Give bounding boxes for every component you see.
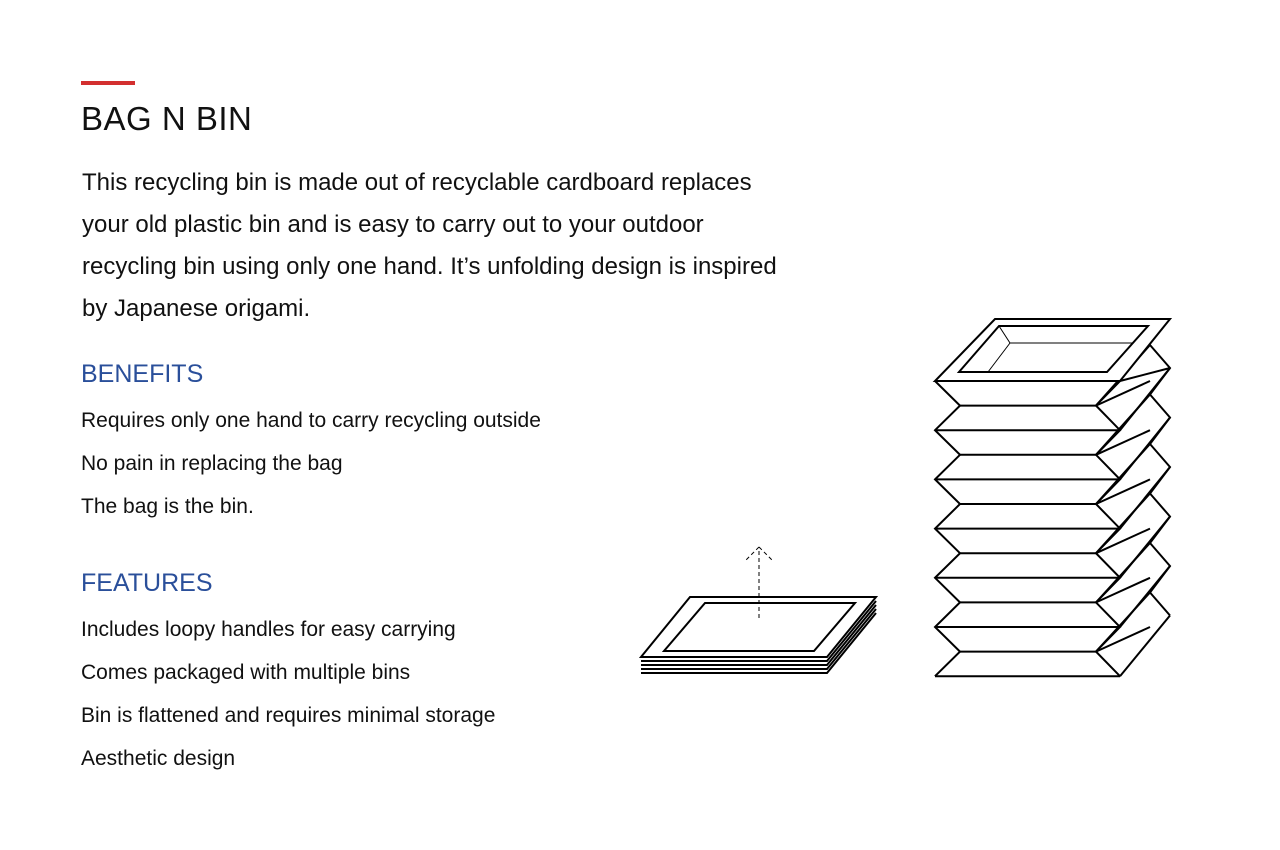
accent-bar [81, 81, 135, 85]
intro-paragraph: This recycling bin is made out of recycl… [82, 169, 777, 322]
list-item: No pain in replacing the bag [81, 452, 343, 475]
list-item: The bag is the bin. [81, 495, 254, 518]
list-item: Includes loopy handles for easy carrying [81, 618, 456, 641]
flat-bin-stack-illustration [638, 546, 879, 674]
benefits-heading: BENEFITS [81, 360, 204, 388]
features-heading: FEATURES [81, 569, 213, 597]
features-list: Includes loopy handles for easy carrying… [81, 608, 495, 780]
unfold-arrow-icon [744, 546, 774, 618]
benefits-list: Requires only one hand to carry recyclin… [81, 399, 541, 528]
list-item: Bin is flattened and requires minimal st… [81, 704, 496, 727]
unfolded-bin-illustration [932, 318, 1173, 678]
list-item: Aesthetic design [81, 747, 236, 770]
list-item: Requires only one hand to carry recyclin… [81, 409, 541, 432]
list-item: Comes packaged with multiple bins [81, 661, 411, 684]
page-title: BAG N BIN [81, 100, 253, 137]
